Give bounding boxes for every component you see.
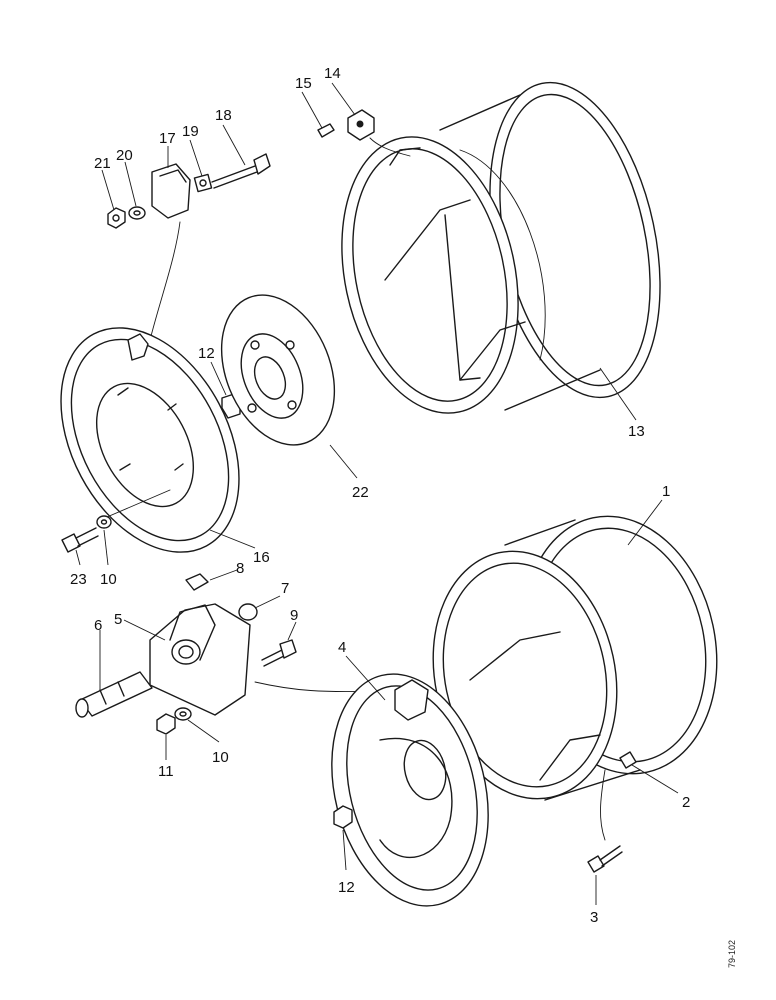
callout-19: 19: [182, 123, 199, 140]
callout-10-upper: 10: [100, 571, 117, 588]
nut-11: [156, 713, 176, 735]
stud-3: [587, 845, 623, 873]
centre-plate-22: [220, 294, 336, 446]
bolt-23: [61, 527, 99, 553]
callout-12-lower: 12: [338, 879, 355, 896]
callout-14: 14: [324, 65, 341, 82]
rim-lower: [432, 515, 718, 801]
callout-4: 4: [338, 639, 346, 656]
callout-8: 8: [236, 560, 244, 577]
stud-15: [317, 123, 335, 138]
callout-9: 9: [290, 607, 298, 624]
callout-6: 6: [94, 617, 102, 634]
callout-5: 5: [114, 611, 122, 628]
bolt-9: [261, 639, 297, 667]
wheel-disc-16: [60, 327, 240, 553]
bolt-18: [211, 153, 271, 189]
callout-17: 17: [159, 130, 176, 147]
washer-19: [193, 173, 213, 193]
bracket-5: [149, 603, 251, 716]
clamp-block-14: [347, 109, 375, 141]
callout-22: 22: [352, 484, 369, 501]
callout-7: 7: [281, 580, 289, 597]
callout-3: 3: [590, 909, 598, 926]
callout-11: 11: [158, 763, 174, 780]
callout-16: 16: [253, 549, 270, 566]
callout-23: 23: [70, 571, 87, 588]
callout-12-upper: 12: [198, 345, 215, 362]
callout-10-lower: 10: [212, 749, 229, 766]
callout-15: 15: [295, 75, 312, 92]
washer-10-upper: [96, 515, 112, 529]
nut-12-lower: [333, 805, 353, 829]
washer-20: [128, 206, 146, 220]
shaft-6: [75, 671, 153, 718]
rim-upper: [341, 81, 661, 414]
callout-20: 20: [116, 147, 133, 164]
drawing-reference: 79-102: [727, 940, 737, 968]
callout-18: 18: [215, 107, 232, 124]
circlip-7: [238, 603, 258, 621]
washer-10-lower: [174, 707, 192, 721]
wheel-centre-4: [331, 673, 489, 907]
key-8: [185, 573, 209, 591]
nut-21: [107, 207, 126, 229]
callout-13: 13: [628, 423, 645, 440]
clamp-17: [151, 163, 191, 219]
callout-2: 2: [682, 794, 690, 811]
callout-21: 21: [94, 155, 111, 172]
callout-1: 1: [662, 483, 670, 500]
